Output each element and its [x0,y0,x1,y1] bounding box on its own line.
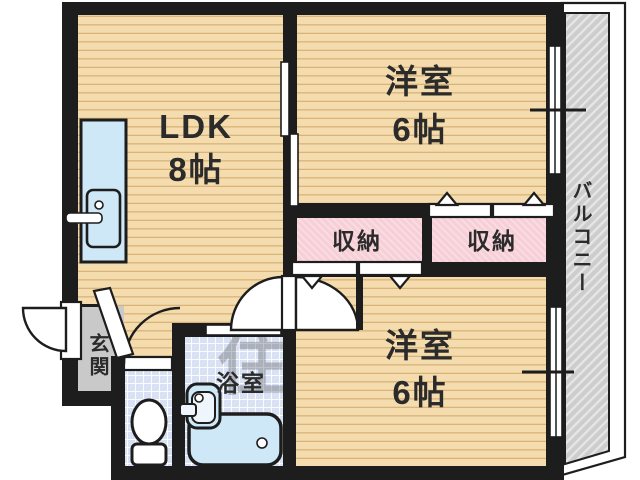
entrance-door-arc [21,306,68,353]
storage-right-label: 収納 [467,228,517,254]
lower-room-size-label: 6帖 [392,374,447,411]
upper-room-floor [297,15,546,203]
sliding-door-ldk-left [280,61,290,137]
balcony-label: バルコニー [569,180,592,295]
storage-left-door-2 [357,260,424,277]
sliding-door-ldk-right [289,133,299,207]
upper-room-size-label: 6帖 [392,111,447,148]
storage-right-door-marker-1 [434,191,460,207]
window-upper [530,45,586,175]
bathroom-label: 浴室 [216,370,266,396]
storage-left-door-marker-1 [299,274,325,290]
toilet-icon [130,398,168,467]
wall-closet-divider [422,216,432,277]
storage-right-area [432,214,546,262]
window-lower [522,306,574,438]
bath-faucet-unit-icon [179,382,222,430]
ldk-label: LDK [159,108,233,145]
storage-left-door-1 [290,260,359,277]
balcony-deck [564,12,610,466]
kitchen-counter-icon [65,118,128,264]
kitchen-faucet-icon [65,212,103,224]
watermark-text: 住 [217,325,287,403]
hall-door-leaf [280,274,298,332]
storage-right-door-1 [427,202,493,219]
wall-entrance-top-line [78,304,100,307]
storage-right-door-marker-2 [521,191,547,207]
entrance-label: 玄関 [86,332,109,379]
upper-room-label: 洋室 [385,63,455,100]
wall-bath-right [283,323,296,480]
toilet-door [122,355,174,372]
wall-top [62,2,564,15]
wall-toilet-left [111,356,125,480]
wall-bath-left [172,323,185,480]
lower-room-door-jamb [356,277,363,330]
storage-left-label: 収納 [332,228,382,254]
bathtub-drain-icon [256,437,268,449]
lower-room-label: 洋室 [385,327,455,364]
wall-bottom [111,466,564,480]
storage-left-area [292,216,422,262]
ldk-size-label: 8帖 [168,151,223,188]
storage-left-door-marker-2 [387,274,413,290]
wall-entrance-bottom [62,391,124,406]
entrance-step [92,286,135,360]
